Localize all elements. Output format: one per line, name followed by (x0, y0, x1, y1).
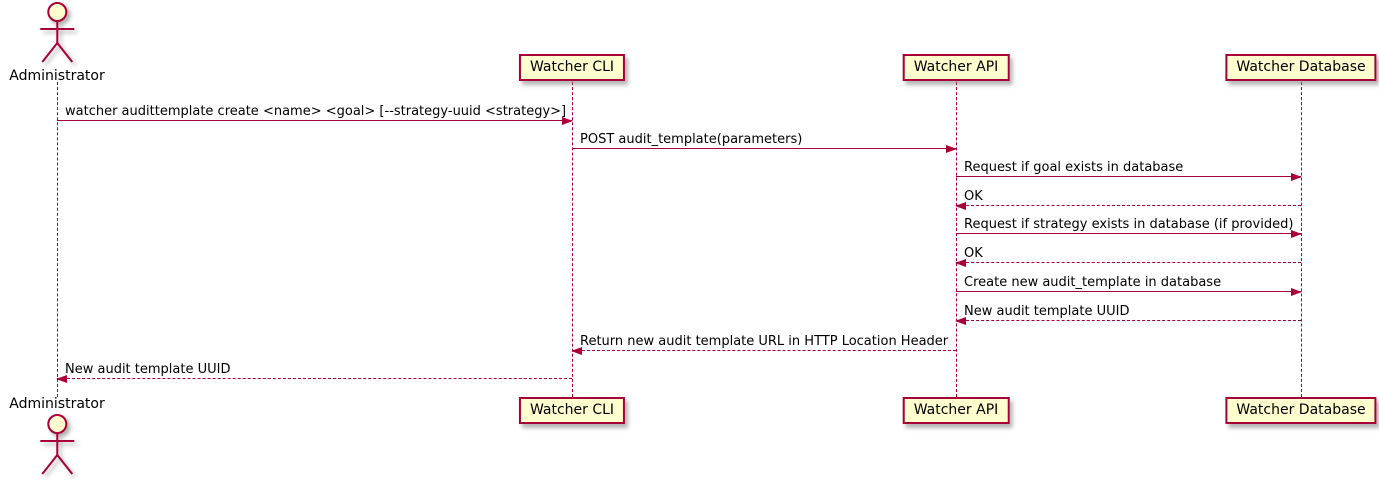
sequence-message: OK (955, 245, 1301, 267)
actor: Administrator (9, 396, 105, 478)
arrowhead-icon (946, 145, 957, 153)
actor-label: Administrator (9, 68, 105, 84)
sequence-message: New audit template UUID (56, 361, 572, 383)
lifeline (956, 82, 957, 397)
message-label: POST audit_template(parameters) (580, 132, 803, 147)
message-line (572, 148, 956, 149)
arrowhead-icon (1291, 173, 1302, 181)
arrowhead-icon (571, 347, 582, 355)
message-label: New audit template UUID (964, 304, 1130, 319)
lifeline (572, 82, 573, 397)
message-line (956, 262, 1301, 263)
sequence-message: Request if strategy exists in database (… (956, 216, 1302, 238)
participant-box: Watcher CLI (518, 54, 626, 81)
message-line (572, 350, 956, 351)
message-line (956, 176, 1301, 177)
message-line (57, 120, 572, 121)
message-label: Create new audit_template in database (964, 275, 1222, 290)
participant-label: Watcher CLI (529, 402, 615, 418)
arrowhead-icon (562, 117, 573, 125)
participant-label: Watcher API (913, 402, 999, 418)
message-line (57, 378, 572, 379)
participant-label: Watcher Database (1236, 59, 1366, 75)
participant-label: Watcher Database (1236, 402, 1366, 418)
message-label: Request if goal exists in database (964, 160, 1184, 175)
sequence-message: watcher audittemplate create <name> <goa… (57, 103, 573, 125)
arrowhead-icon (955, 317, 966, 325)
participant-label: Watcher API (913, 59, 999, 75)
actor: Administrator (9, 2, 105, 84)
message-label: watcher audittemplate create <name> <goa… (65, 104, 567, 119)
message-label: OK (964, 246, 983, 261)
actor-stick-figure-icon (40, 414, 74, 475)
message-label: Return new audit template URL in HTTP Lo… (580, 334, 949, 349)
participant-box: Watcher Database (1225, 54, 1377, 81)
arrowhead-icon (56, 375, 67, 383)
sequence-message: POST audit_template(parameters) (572, 131, 957, 153)
actor-stick-figure-icon (40, 2, 74, 63)
message-label: New audit template UUID (65, 362, 231, 377)
sequence-message: OK (955, 188, 1301, 210)
sequence-message: New audit template UUID (955, 303, 1301, 325)
message-line (956, 320, 1301, 321)
participant-box: Watcher API (902, 54, 1010, 81)
arrowhead-icon (955, 202, 966, 210)
lifeline (57, 82, 58, 397)
message-line (956, 291, 1301, 292)
message-label: Request if strategy exists in database (… (964, 217, 1294, 232)
arrowhead-icon (1291, 288, 1302, 296)
actor-label: Administrator (9, 396, 105, 412)
participant-box: Watcher CLI (518, 397, 626, 424)
arrowhead-icon (1291, 230, 1302, 238)
arrowhead-icon (955, 259, 966, 267)
sequence-message: Create new audit_template in database (956, 274, 1302, 296)
sequence-message: Request if goal exists in database (956, 159, 1302, 181)
participant-box: Watcher Database (1225, 397, 1377, 424)
sequence-message: Return new audit template URL in HTTP Lo… (571, 333, 956, 355)
participant-box: Watcher API (902, 397, 1010, 424)
message-line (956, 205, 1301, 206)
participant-label: Watcher CLI (529, 59, 615, 75)
message-label: OK (964, 189, 983, 204)
lifeline (1301, 82, 1302, 397)
message-line (956, 233, 1301, 234)
